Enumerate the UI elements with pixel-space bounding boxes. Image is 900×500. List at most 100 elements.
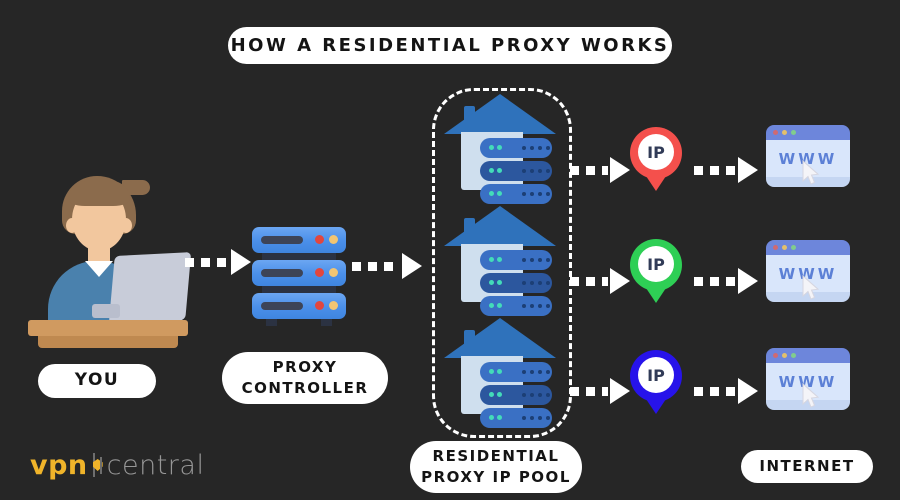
server-unit	[252, 227, 346, 253]
laptop-icon	[108, 252, 192, 324]
window-dot-green	[791, 130, 796, 135]
browser-titlebar	[766, 125, 850, 140]
vpncentral-logo: vpn central	[30, 448, 204, 482]
server-slot	[261, 269, 303, 277]
you-label: YOU	[38, 364, 156, 398]
cursor-icon	[802, 274, 820, 300]
window-dot-red	[773, 130, 778, 135]
server-led-yellow	[329, 235, 338, 244]
browser-footer	[766, 292, 850, 302]
house-server-icon	[444, 94, 556, 206]
house-server-row	[480, 385, 552, 405]
browser-titlebar	[766, 240, 850, 255]
cursor-icon	[802, 382, 820, 408]
dotted-line	[694, 276, 736, 286]
house-roof	[444, 206, 556, 246]
browser-window-icon: WWW	[766, 348, 850, 410]
arrow-head-icon	[610, 268, 630, 294]
arrow-head-icon	[738, 378, 758, 404]
server-led-yellow	[329, 268, 338, 277]
person-neck	[88, 248, 110, 263]
house-roof	[444, 94, 556, 134]
window-dot-yellow	[782, 130, 787, 135]
server-led-red	[315, 268, 324, 277]
cursor-icon	[802, 159, 820, 185]
house-server-row	[480, 408, 552, 428]
person-hair-front	[68, 181, 130, 206]
person-collar	[85, 261, 113, 277]
house-server-row	[480, 184, 552, 204]
window-dot-red	[773, 245, 778, 250]
server-foot	[266, 319, 277, 326]
diagram-title: HOW A RESIDENTIAL PROXY WORKS	[228, 27, 672, 64]
server-connector	[262, 285, 336, 294]
residential-pool-box	[432, 88, 572, 438]
person-at-laptop-icon	[28, 176, 192, 348]
arrow-head-icon	[402, 253, 422, 279]
arrow-controller-to-pool	[352, 253, 422, 279]
house-server-row	[480, 362, 552, 382]
server-slot	[261, 302, 303, 310]
laptop-base	[92, 304, 120, 318]
dotted-line	[694, 165, 736, 175]
house-server-row	[480, 138, 552, 158]
desk-front	[38, 336, 178, 348]
server-led-red	[315, 235, 324, 244]
arrow-head-icon	[610, 157, 630, 183]
residential-pool-label: RESIDENTIAL PROXY IP POOL	[410, 441, 582, 493]
browser-footer	[766, 177, 850, 187]
internet-label: INTERNET	[741, 450, 873, 483]
ip-pin-icon-blue: IP	[630, 350, 682, 414]
arrow-head-icon	[610, 378, 630, 404]
house-server-row	[480, 161, 552, 181]
server-led-yellow	[329, 301, 338, 310]
window-dot-yellow	[782, 353, 787, 358]
dotted-line	[352, 261, 400, 271]
arrow-head-icon	[738, 268, 758, 294]
house-server-row	[480, 296, 552, 316]
dotted-line	[570, 386, 608, 396]
browser-window-icon: WWW	[766, 240, 850, 302]
server-connector	[262, 252, 336, 261]
server-foot	[321, 319, 332, 326]
arrow-pin-to-web-2	[694, 268, 758, 294]
logo-part-vpn: vpn	[30, 449, 88, 481]
server-led-red	[315, 301, 324, 310]
ip-pin-icon-red: IP	[630, 127, 682, 191]
dotted-line	[570, 276, 608, 286]
server-unit	[252, 293, 346, 319]
house-roof	[444, 318, 556, 358]
server-stack-icon	[252, 227, 346, 327]
browser-window-icon: WWW	[766, 125, 850, 187]
dotted-line	[570, 165, 608, 175]
ip-pin-icon-green: IP	[630, 239, 682, 303]
server-unit	[252, 260, 346, 286]
ip-pin-label: IP	[638, 357, 674, 393]
house-server-icon	[444, 318, 556, 430]
window-dot-red	[773, 353, 778, 358]
arrow-pool-to-pin-3	[570, 378, 630, 404]
dotted-line	[185, 257, 229, 267]
person-hair-swoosh	[122, 180, 150, 195]
house-server-icon	[444, 206, 556, 318]
house-server-row	[480, 273, 552, 293]
logo-shield-icon	[90, 449, 105, 481]
window-dot-green	[791, 353, 796, 358]
desk	[28, 320, 188, 336]
server-slot	[261, 236, 303, 244]
dotted-line	[694, 386, 736, 396]
house-server-row	[480, 250, 552, 270]
arrow-pool-to-pin-2	[570, 268, 630, 294]
logo-part-central: central	[106, 449, 205, 481]
ip-pin-label: IP	[638, 134, 674, 170]
window-dot-green	[791, 245, 796, 250]
arrow-pin-to-web-1	[694, 157, 758, 183]
browser-footer	[766, 400, 850, 410]
arrow-you-to-controller	[185, 249, 251, 275]
browser-titlebar	[766, 348, 850, 363]
arrow-head-icon	[231, 249, 251, 275]
window-dot-yellow	[782, 245, 787, 250]
ip-pin-label: IP	[638, 246, 674, 282]
arrow-pool-to-pin-1	[570, 157, 630, 183]
